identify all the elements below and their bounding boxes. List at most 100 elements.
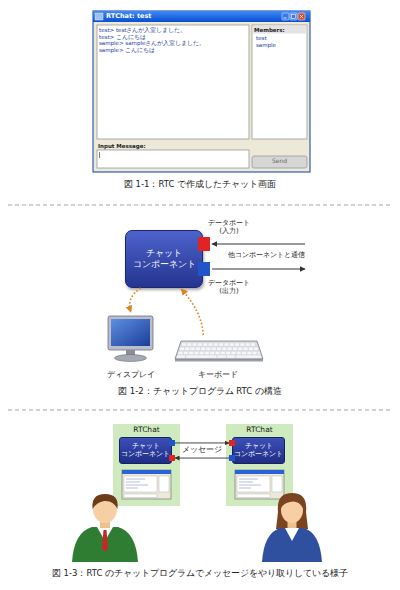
man-collar (97, 527, 113, 541)
man-head (93, 495, 117, 523)
port-group (198, 237, 305, 276)
connector-arrow (175, 458, 229, 459)
component-box: チャット コンポーネント (232, 437, 285, 464)
chat-line: sample> こんにちは (99, 47, 155, 53)
window-icon (95, 13, 103, 20)
node-text: キーボード (170, 371, 265, 380)
member-name: test (256, 35, 267, 41)
send-button (252, 156, 307, 168)
keyboard-illustration (175, 341, 263, 362)
component-box: チャット コンポーネント (125, 230, 203, 288)
input-area (97, 150, 249, 168)
close-button (298, 13, 305, 20)
outgoing-arrow (212, 269, 305, 270)
mini-log (237, 476, 270, 492)
node-text: RTChat (113, 426, 180, 435)
input-port (169, 455, 175, 461)
figure-caption: 図 1-3：RTC のチャットプログラムでメッセージをやり取りしている様子 (0, 569, 400, 579)
port-label: データポート (出力) (206, 279, 252, 295)
connector-arrow (130, 288, 141, 312)
node-text: RTChat (226, 426, 293, 435)
window-title: RTChat: test (106, 13, 151, 20)
man-suit (72, 527, 138, 562)
keyboard-body (175, 341, 263, 359)
keyboard-node: キーボード (170, 336, 265, 380)
port-label: データポート (入力) (206, 219, 252, 235)
connector-arrow (181, 289, 203, 335)
monitor-screen (111, 319, 150, 346)
chat-line: test> こんにちは (99, 34, 146, 40)
text-cursor (99, 152, 100, 158)
figure-caption: 図 1-1：RTC で作成したチャット画面 (0, 180, 400, 190)
members-area (252, 25, 307, 139)
mini-title-bar (235, 470, 284, 474)
keyboard-side (175, 359, 263, 362)
key-row (182, 343, 256, 346)
display-illustration (108, 316, 153, 362)
woman-head (281, 497, 303, 523)
member-name: sample (256, 42, 276, 48)
minimize-button (282, 13, 289, 20)
separator-line (8, 410, 392, 411)
mini-input (124, 494, 157, 498)
incoming-arrow (212, 244, 305, 245)
monitor-neck (126, 350, 135, 356)
arrow-label: 他コンポーネントと通信 (228, 251, 305, 259)
mini-text-lines (126, 479, 148, 488)
monitor-bezel (108, 316, 153, 350)
man-figure (72, 494, 138, 562)
minimize-glyph (284, 18, 287, 19)
component-box: チャット コンポーネント (119, 437, 172, 464)
input-heading: Input Message: (98, 143, 146, 149)
button-text: Send (252, 158, 307, 165)
mini-window (235, 470, 284, 499)
woman-suit (262, 528, 322, 562)
node-text: ディスプレイ (100, 371, 162, 380)
chat-window (93, 11, 310, 172)
close-glyph (300, 15, 303, 18)
woman-hair-back (276, 493, 308, 529)
separator-line (8, 205, 392, 206)
maximize-glyph (292, 15, 296, 19)
title-bar (93, 11, 310, 22)
woman-figure (262, 493, 322, 562)
chat-log-area (97, 25, 249, 139)
members-header (253, 26, 307, 34)
monitor-base (115, 355, 147, 362)
woman-neck (288, 519, 297, 528)
output-port (169, 440, 175, 446)
key-row (180, 347, 258, 350)
figure-caption: 図 1-2：チャットプログラム RTC の構造 (0, 387, 400, 397)
members-heading: Members: (254, 27, 285, 33)
rtchat-panel: RTChat チャット コンポーネント (113, 424, 180, 506)
maximize-button (290, 13, 297, 20)
woman-bangs (281, 495, 303, 508)
mini-window (122, 470, 171, 499)
chat-line: sample> sampleさんが入室しました。 (99, 40, 205, 46)
display-node: ディスプレイ (100, 312, 162, 380)
mini-log (124, 476, 157, 492)
connector-arrow (175, 442, 229, 443)
output-port (198, 262, 210, 276)
chat-line: test> testさんが入室しました。 (99, 27, 186, 33)
woman-collar (285, 528, 299, 541)
man-neck (100, 519, 110, 528)
output-port (229, 455, 235, 461)
man-tie (102, 530, 108, 552)
window-frame (93, 11, 310, 172)
rtchat-panel: RTChat チャット コンポーネント (226, 424, 293, 506)
node-text: チャット コンポーネント (121, 443, 171, 458)
mini-screenshot (122, 470, 171, 499)
mini-screenshot (235, 470, 284, 499)
input-port (229, 440, 235, 446)
mini-members (159, 476, 169, 492)
node-text: チャット コンポーネント (234, 443, 284, 458)
edge-label: メッセージ (172, 446, 232, 455)
input-port (198, 237, 210, 251)
key-row (179, 352, 260, 355)
